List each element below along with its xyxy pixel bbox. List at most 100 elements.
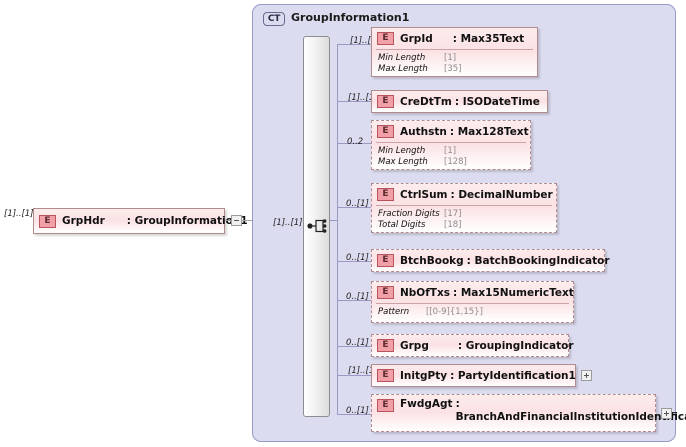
element-badge-icon: E: [377, 399, 394, 412]
facet-row: Pattern [[0-9]{1,15}]: [378, 307, 569, 318]
element-nboftxs-type: : Max15NumericText: [452, 286, 574, 299]
element-grpg-name: Grpg: [400, 339, 429, 352]
element-badge-icon: E: [39, 214, 56, 228]
root-cardinality: [1]..[1]: [4, 209, 34, 219]
facet-value: [1]: [444, 146, 457, 156]
cardinality-fwdgagt: 0..[1]: [346, 406, 369, 416]
element-grpid-type: : Max35Text: [452, 32, 525, 45]
element-initgpty[interactable]: E InitgPty : PartyIdentification1: [371, 364, 576, 387]
expand-toggle-initgpty[interactable]: [581, 370, 592, 381]
facet-row: Min Length [1]: [378, 146, 526, 157]
facet-row: Min Length [1]: [378, 53, 533, 64]
element-nboftxs-head: E NbOfTxs : Max15NumericText: [372, 282, 574, 303]
cardinality-credttm: [1]..[1]: [348, 93, 378, 103]
element-badge-icon: E: [377, 125, 394, 138]
cardinality-grpid: [1]..[1]: [350, 36, 380, 46]
facet-value: [[0-9]{1,15}]: [426, 307, 483, 317]
connector-child-2: [337, 143, 371, 144]
facet-name: Fraction Digits: [378, 209, 440, 219]
element-credttm-name: CreDtTm: [400, 95, 452, 108]
facets-nboftxs: Pattern [[0-9]{1,15}]: [376, 303, 569, 322]
element-fwdgagt[interactable]: E FwdgAgt : BranchAndFinancialInstitutio…: [371, 394, 686, 432]
connector-child-6: [337, 346, 371, 347]
facet-row: Max Length [35]: [378, 64, 533, 75]
complextype-title: GroupInformation1: [291, 11, 410, 24]
facet-name: Total Digits: [378, 220, 426, 230]
facet-row: Total Digits [18]: [378, 220, 552, 231]
element-badge-icon: E: [377, 369, 394, 382]
connector-child-1: [337, 101, 371, 102]
element-badge-icon: E: [377, 188, 394, 201]
element-ctrlsum[interactable]: E CtrlSum : DecimalNumber Fraction Digit…: [371, 183, 557, 233]
cardinality-authstn: 0..2: [347, 137, 364, 147]
element-authstn[interactable]: E Authstn : Max128Text Min Length [1] Ma…: [371, 120, 531, 170]
element-badge-icon: E: [377, 254, 394, 267]
element-grpid-head: E GrpId : Max35Text: [372, 28, 537, 49]
element-nboftxs-name: NbOfTxs: [400, 286, 450, 299]
element-badge-icon: E: [377, 339, 394, 352]
element-grpg-head: E Grpg : GroupingIndicator: [372, 335, 574, 356]
connector-root-left: [225, 220, 232, 221]
facets-ctrlsum: Fraction Digits [17] Total Digits [18]: [376, 205, 552, 235]
element-ctrlsum-head: E CtrlSum : DecimalNumber: [372, 184, 556, 205]
facet-name: Min Length: [378, 146, 426, 156]
element-credttm[interactable]: E CreDtTm : ISODateTime: [371, 90, 548, 113]
element-badge-icon: E: [377, 286, 394, 299]
connector-child-5: [337, 300, 371, 301]
element-grpid-name: GrpId: [400, 32, 433, 45]
element-fwdgagt-name: FwdgAgt: [400, 398, 453, 410]
element-grphdr[interactable]: E GrpHdr : GroupInformation1: [33, 208, 248, 234]
element-grphdr-head: E GrpHdr : GroupInformation1: [34, 209, 248, 233]
element-grpg-type: : GroupingIndicator: [457, 339, 574, 352]
connector-child-4: [337, 261, 371, 262]
cardinality-ctrlsum: 0..[1]: [346, 199, 369, 209]
element-grphdr-type: : GroupInformation1: [126, 215, 248, 227]
facet-name: Max Length: [378, 64, 428, 74]
element-btchbookg-name: BtchBookg: [400, 254, 464, 267]
element-grpg[interactable]: E Grpg : GroupingIndicator: [371, 334, 574, 357]
collapse-toggle-grphdr[interactable]: [231, 215, 242, 226]
element-btchbookg-head: E BtchBookg : BatchBookingIndicator: [372, 250, 610, 271]
element-badge-icon: E: [377, 32, 394, 45]
element-initgpty-type: : PartyIdentification1: [450, 369, 576, 382]
cardinality-nboftxs: 0..[1]: [346, 292, 369, 302]
connector-child-7: [337, 375, 371, 376]
element-initgpty-head: E InitgPty : PartyIdentification1: [372, 365, 576, 386]
element-btchbookg[interactable]: E BtchBookg : BatchBookingIndicator: [371, 249, 610, 272]
connector-trunk: [337, 44, 338, 415]
facet-value: [18]: [444, 220, 462, 230]
element-nboftxs[interactable]: E NbOfTxs : Max15NumericText Pattern [[0…: [371, 281, 574, 323]
element-authstn-head: E Authstn : Max128Text: [372, 121, 530, 142]
facet-value: [35]: [444, 64, 462, 74]
cardinality-initgpty: [1]..[1]: [348, 366, 378, 376]
element-badge-icon: E: [377, 95, 394, 108]
element-initgpty-name: InitgPty: [400, 369, 448, 382]
element-btchbookg-type: : BatchBookingIndicator: [466, 254, 610, 267]
facet-value: [128]: [444, 157, 467, 167]
facet-value: [17]: [444, 209, 462, 219]
element-credttm-type: : ISODateTime: [454, 95, 540, 108]
facet-row: Max Length [128]: [378, 157, 526, 168]
element-fwdgagt-type: : BranchAndFinancialInstitutionIdentific…: [455, 398, 686, 423]
facet-row: Fraction Digits [17]: [378, 209, 552, 220]
sequence-cardinality: [1]..[1]: [273, 218, 303, 228]
element-grphdr-name: GrpHdr: [62, 215, 105, 227]
element-authstn-type: : Max128Text: [449, 125, 529, 138]
cardinality-btchbookg: 0..[1]: [346, 253, 369, 263]
facet-name: Max Length: [378, 157, 428, 167]
connector-child-3: [337, 207, 371, 208]
connector-child-8: [337, 414, 371, 415]
element-credttm-head: E CreDtTm : ISODateTime: [372, 91, 547, 112]
element-authstn-name: Authstn: [400, 125, 447, 138]
complextype-badge-icon: CT: [263, 12, 285, 26]
facets-grpid: Min Length [1] Max Length [35]: [376, 49, 533, 79]
cardinality-grpg: 0..[1]: [346, 338, 369, 348]
element-grpid[interactable]: E GrpId : Max35Text Min Length [1] Max L…: [371, 27, 538, 77]
expand-toggle-fwdgagt[interactable]: [661, 408, 672, 419]
facet-value: [1]: [444, 53, 457, 63]
facet-name: Pattern: [378, 307, 410, 317]
facets-authstn: Min Length [1] Max Length [128]: [376, 142, 526, 172]
connector-seq-to-trunk: [330, 220, 338, 221]
sequence-icon: [307, 219, 327, 233]
